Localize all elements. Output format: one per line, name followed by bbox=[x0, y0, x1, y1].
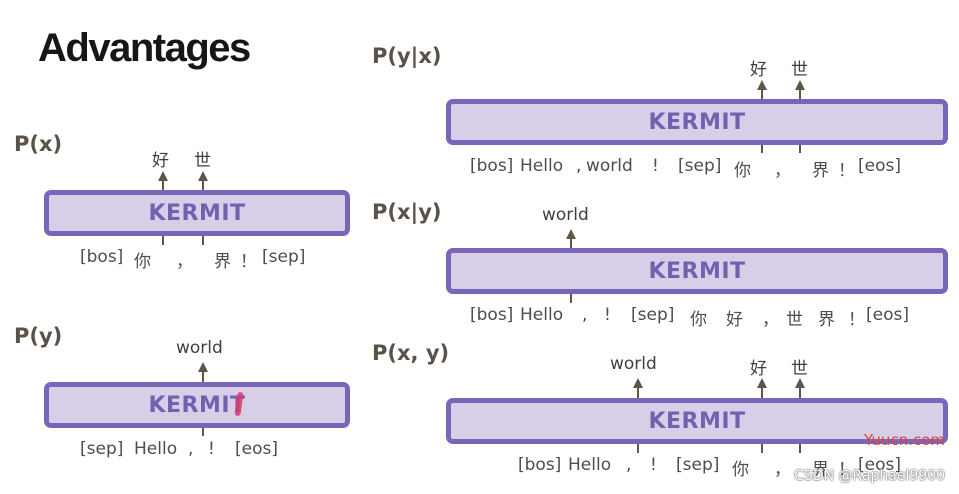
kermit-bar: KERMIT bbox=[44, 382, 350, 428]
input-token: ! bbox=[650, 455, 657, 475]
input-token: ， bbox=[176, 252, 193, 272]
panel-label-pjoint: P(x, y) bbox=[372, 341, 450, 365]
input-token: 你 bbox=[734, 161, 751, 181]
input-token: , bbox=[626, 455, 632, 475]
input-token: 世 bbox=[786, 310, 803, 330]
input-token: ， bbox=[762, 310, 779, 330]
slide-title: Advantages bbox=[38, 26, 251, 70]
input-token: [bos] bbox=[518, 455, 562, 475]
input-token: [sep] bbox=[262, 247, 306, 267]
input-token: Hello bbox=[134, 439, 178, 459]
input-token: [eos] bbox=[858, 156, 901, 176]
output-token: 世 bbox=[791, 60, 808, 80]
input-token: ! bbox=[208, 439, 215, 459]
output-token: 好 bbox=[750, 60, 767, 80]
input-token: 界 bbox=[812, 460, 829, 480]
input-token: [eos] bbox=[235, 439, 278, 459]
input-token: , bbox=[582, 305, 588, 325]
input-token: 你 bbox=[690, 310, 707, 330]
input-token: ！ bbox=[848, 310, 865, 330]
input-token: 你 bbox=[732, 460, 749, 480]
input-token: , bbox=[576, 156, 582, 176]
model-label: KERMIT bbox=[148, 200, 246, 226]
input-token: 界 bbox=[812, 161, 829, 181]
output-token: world bbox=[542, 205, 589, 225]
input-token: [bos] bbox=[470, 305, 514, 325]
input-token: [sep] bbox=[676, 455, 720, 475]
input-token: [eos] bbox=[858, 455, 901, 475]
input-token: [eos] bbox=[866, 305, 909, 325]
input-token: [bos] bbox=[80, 247, 124, 267]
panel-label-pxy: P(x|y) bbox=[372, 200, 442, 224]
input-token: 界 bbox=[818, 310, 835, 330]
output-token: 好 bbox=[750, 359, 767, 379]
input-token: 你 bbox=[134, 252, 151, 272]
input-token: [bos] bbox=[470, 156, 514, 176]
input-token: Hello bbox=[568, 455, 612, 475]
input-token: ， bbox=[774, 460, 791, 480]
panel-label-px: P(x) bbox=[14, 132, 63, 156]
input-token: Hello bbox=[520, 156, 564, 176]
input-token: ! bbox=[652, 156, 659, 176]
input-token: world bbox=[586, 156, 633, 176]
model-label: KERMIT bbox=[648, 258, 746, 284]
site-watermark: Yuucn.com bbox=[863, 431, 945, 449]
input-token: 界 bbox=[214, 252, 231, 272]
kermit-bar: KERMIT bbox=[446, 248, 948, 294]
model-label: KERMIT bbox=[648, 408, 746, 434]
output-token: 世 bbox=[194, 151, 211, 171]
input-token: ！ bbox=[838, 161, 855, 181]
author-watermark: CSDN @Raphael9900 bbox=[794, 468, 945, 484]
input-token: Hello bbox=[520, 305, 564, 325]
input-token: , bbox=[188, 439, 194, 459]
panel-label-pyx: P(y|x) bbox=[372, 44, 442, 68]
model-label: KERMIT bbox=[148, 392, 246, 418]
panel-label-py: P(y) bbox=[14, 324, 63, 348]
input-token: ， bbox=[774, 161, 791, 181]
kermit-bar: KERMIT bbox=[44, 190, 350, 236]
input-token: [sep] bbox=[678, 156, 722, 176]
output-token: world bbox=[176, 338, 223, 358]
input-token: [sep] bbox=[80, 439, 124, 459]
output-token: 世 bbox=[791, 359, 808, 379]
output-token: world bbox=[610, 354, 657, 374]
output-token: 好 bbox=[152, 151, 169, 171]
input-token: 好 bbox=[726, 310, 743, 330]
input-token: ! bbox=[604, 305, 611, 325]
kermit-bar: KERMIT bbox=[446, 99, 948, 145]
model-label: KERMIT bbox=[648, 109, 746, 135]
input-token: ！ bbox=[240, 252, 257, 272]
input-token: [sep] bbox=[631, 305, 675, 325]
input-token: ！ bbox=[838, 460, 855, 480]
kermit-bar: KERMIT bbox=[446, 398, 948, 444]
